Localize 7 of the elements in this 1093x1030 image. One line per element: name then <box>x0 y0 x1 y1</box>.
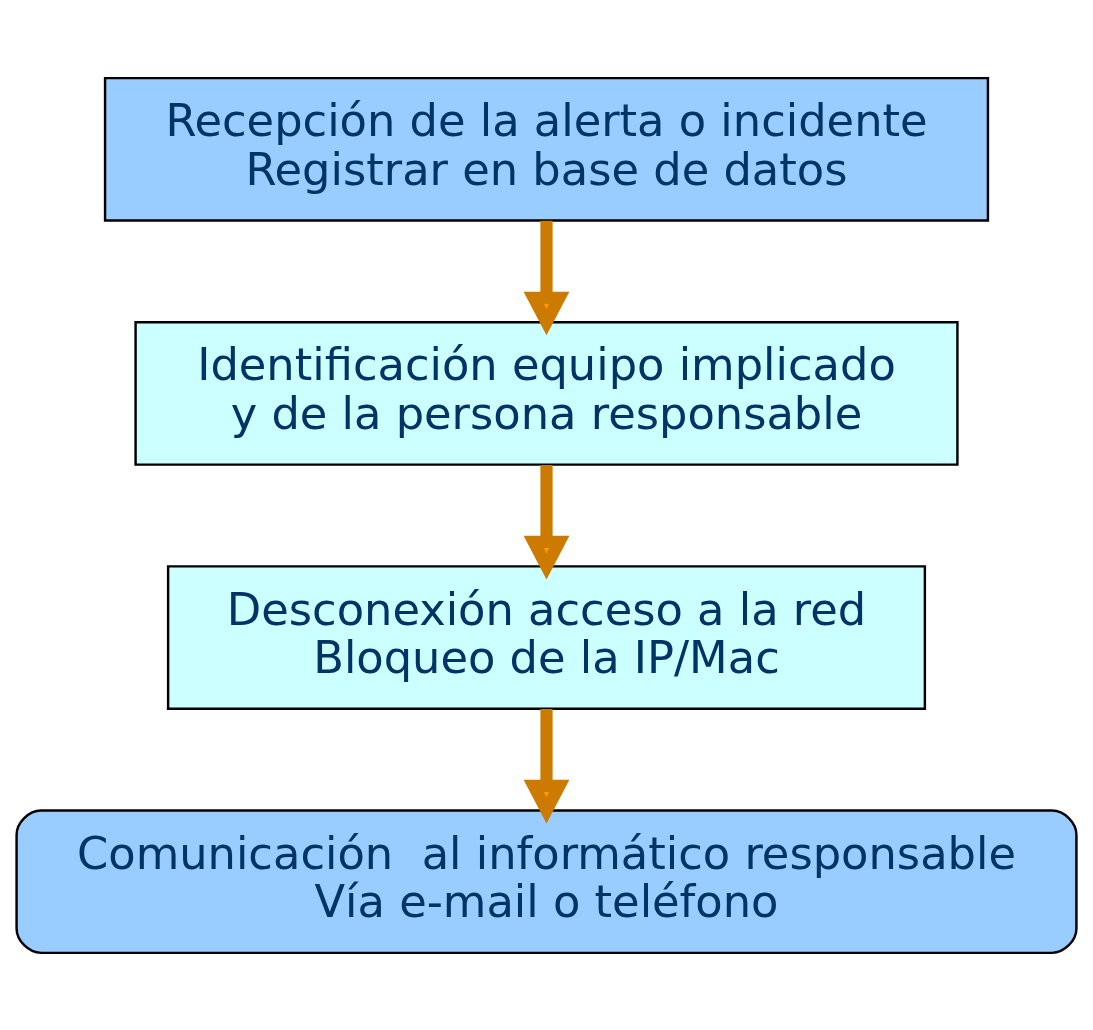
node-box: Desconexión acceso a la red Bloqueo de la IP/Mac <box>166 564 927 710</box>
arrow <box>523 708 570 823</box>
node-box: Recepción de la alerta o incidente Registrar en base de datos <box>103 76 990 222</box>
node-box: Comunicación al informático responsable Vía e-mail o teléfono <box>15 808 1078 954</box>
arrow <box>523 464 570 579</box>
arrow <box>523 220 570 335</box>
node-box: Identificación equipo implicado y de la persona responsable <box>134 320 959 466</box>
